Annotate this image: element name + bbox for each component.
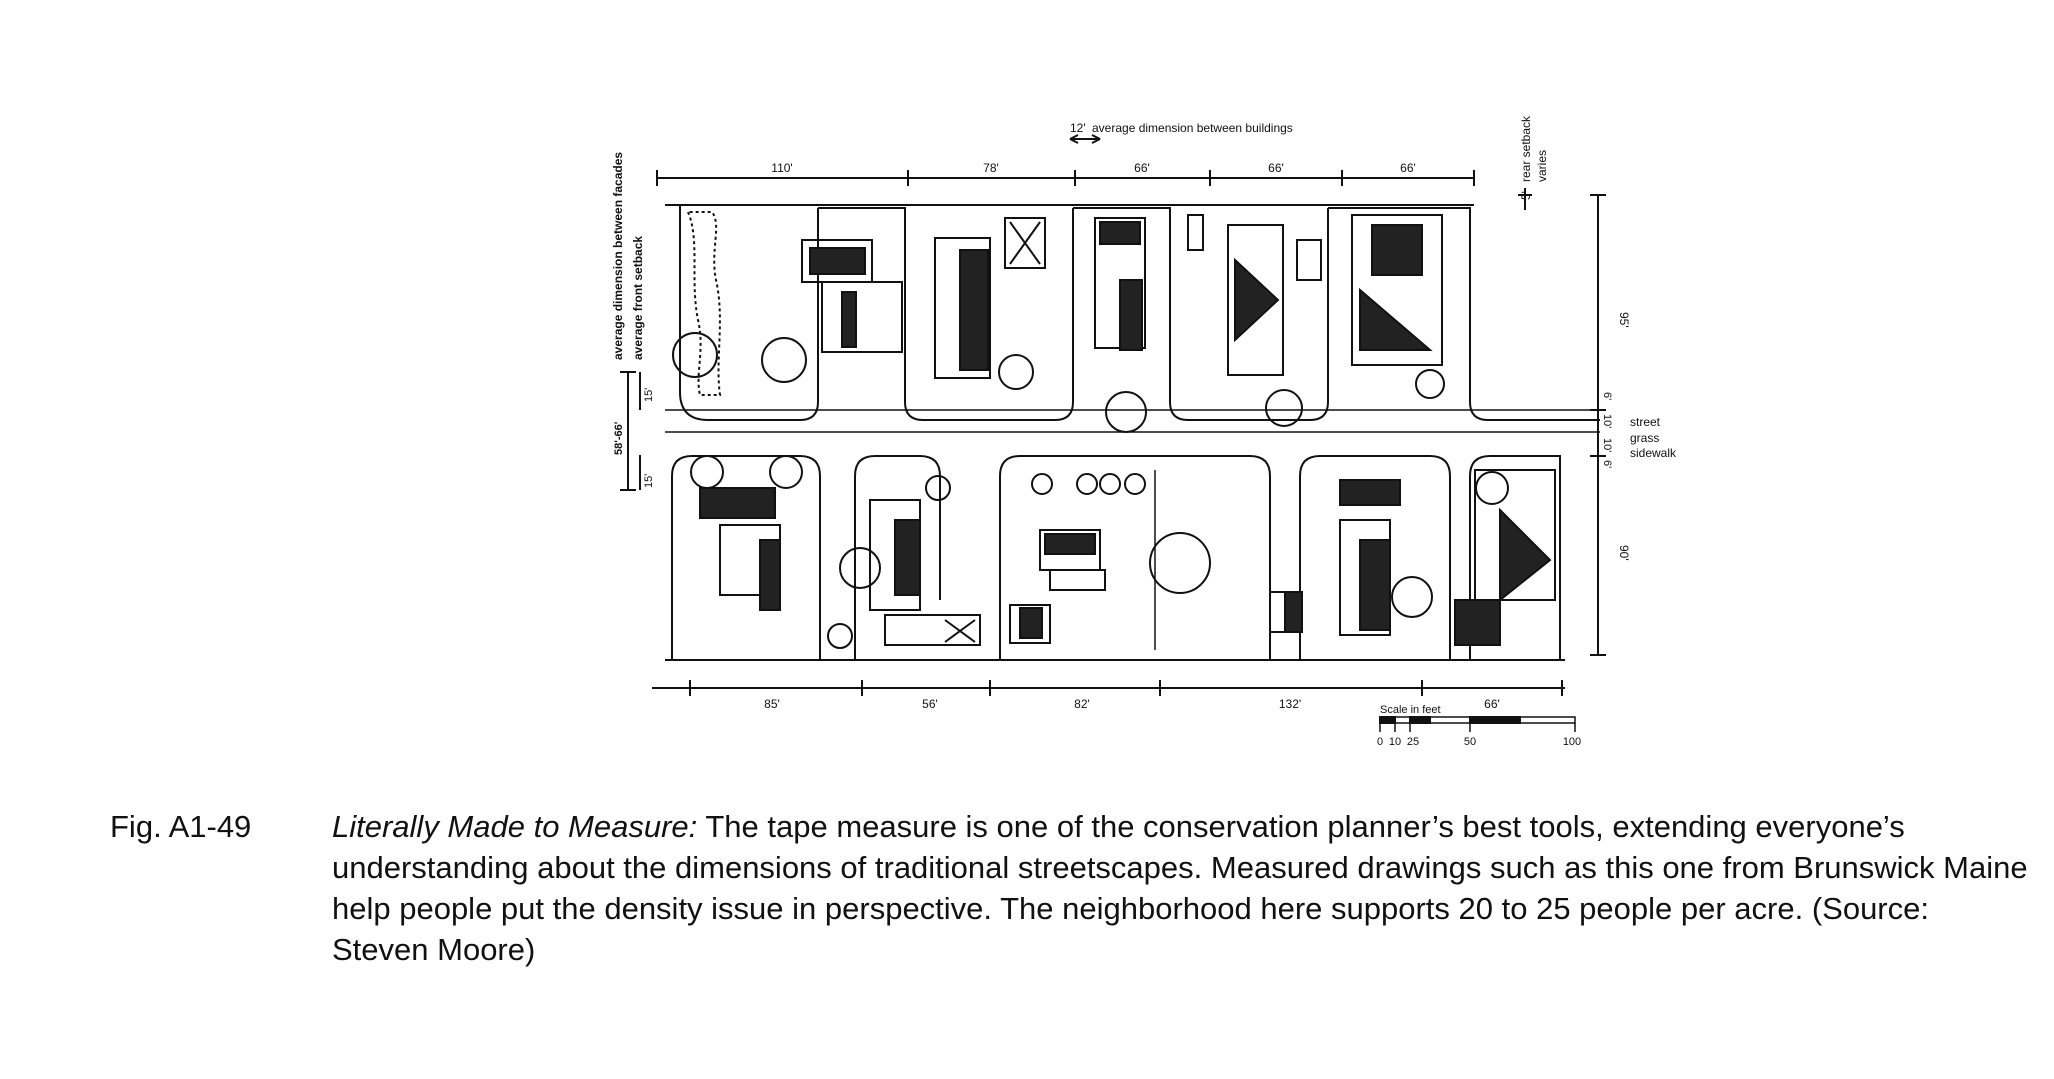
caption-title: Literally Made to Measure: — [332, 809, 698, 844]
scale-tick-25: 25 — [1407, 736, 1419, 748]
street-dim-4: 6' — [1601, 460, 1613, 468]
scale-title: Scale in feet — [1380, 704, 1441, 716]
top-trees — [672, 332, 1445, 433]
right-dimension — [1518, 188, 1606, 656]
bottom-dim-5: 66' — [1484, 697, 1500, 711]
bottom-trees — [690, 455, 1509, 649]
bottom-dim-3: 82' — [1074, 697, 1090, 711]
scale-bar — [1379, 716, 1576, 732]
top-dimension-line — [656, 170, 1475, 186]
bottom-houses — [699, 469, 1556, 646]
left-dim-front-top: 15' — [643, 388, 655, 402]
rear-setback-value: 5' — [1519, 191, 1533, 200]
top-houses — [801, 214, 1443, 379]
bottom-dim-1: 85' — [764, 697, 780, 711]
bottom-block — [665, 455, 1565, 661]
scale-tick-50: 50 — [1464, 736, 1476, 748]
right-depth-top: 95' — [1617, 312, 1631, 328]
scale-tick-100: 100 — [1563, 736, 1581, 748]
left-label-front-setback: average front setback — [631, 236, 645, 360]
scale-tick-0: 0 — [1377, 736, 1383, 748]
street-dim-3: 10' — [1601, 438, 1613, 452]
figure-number: Fig. A1-49 — [110, 809, 252, 844]
street-label: street — [1630, 415, 1661, 429]
top-dim-2: 78' — [983, 161, 999, 175]
sidewalk-label: sidewalk — [1630, 446, 1677, 460]
top-note-text: average dimension between buildings — [1092, 121, 1293, 135]
street-dim-2: 10' — [1601, 414, 1613, 428]
top-dim-1: 110' — [771, 161, 792, 175]
bottom-dimension-line — [652, 680, 1565, 696]
rear-setback-varies: varies — [1535, 150, 1549, 182]
right-depth-bottom: 90' — [1617, 545, 1631, 561]
top-dim-4: 66' — [1268, 161, 1284, 175]
bottom-dim-4: 132' — [1279, 697, 1301, 711]
bottom-dim-2: 56' — [922, 697, 938, 711]
top-dim-3: 66' — [1134, 161, 1150, 175]
left-label-facades: average dimension between facades — [611, 152, 625, 360]
grass-label: grass — [1630, 431, 1659, 445]
left-dim-front-bottom: 15' — [643, 474, 655, 488]
rear-setback-label: rear setback — [1519, 115, 1533, 182]
street-dim-1: 6' — [1601, 392, 1613, 400]
top-dim-5: 66' — [1400, 161, 1416, 175]
hedge-strip — [686, 211, 722, 396]
caption-body: Literally Made to Measure: The tape meas… — [332, 806, 2030, 970]
figure-caption: Fig. A1-49 Literally Made to Measure: Th… — [110, 806, 2030, 970]
top-block — [665, 204, 1600, 433]
top-note-value: 12' — [1070, 121, 1086, 135]
left-dimension — [620, 371, 641, 491]
site-plan-drawing: 12' average dimension between buildings … — [611, 115, 1677, 748]
caption-text: The tape measure is one of the conservat… — [332, 809, 2028, 967]
scale-tick-10: 10 — [1389, 736, 1401, 748]
left-dim-total: 58'-66' — [613, 421, 625, 455]
between-buildings-arrow — [1069, 134, 1101, 144]
